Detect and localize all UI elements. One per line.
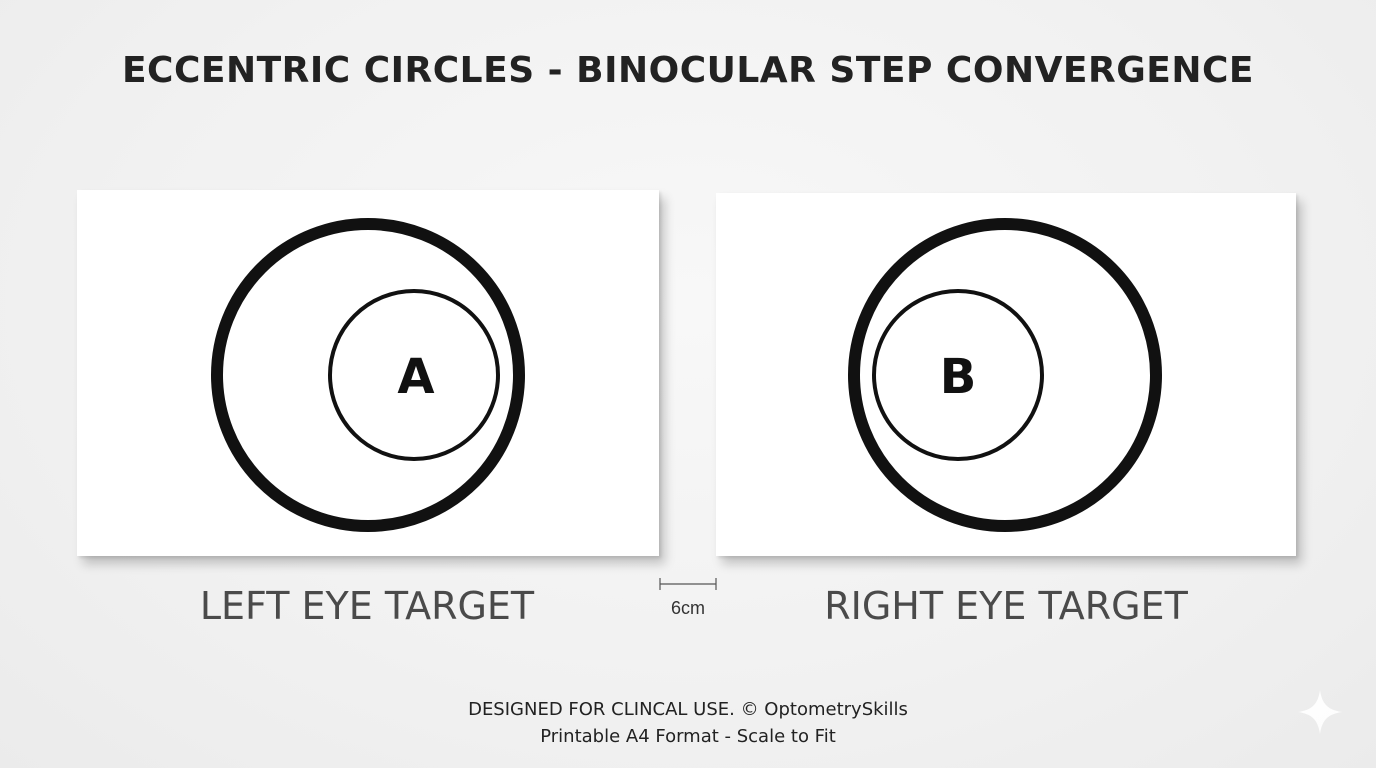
left-outer-circle: [211, 218, 525, 532]
right-eye-target-label: RIGHT EYE TARGET: [824, 584, 1188, 628]
left-inner-circle: [328, 289, 500, 461]
footer-disclaimer: DESIGNED FOR CLINCAL USE. © OptometrySki…: [468, 699, 908, 720]
page-title: ECCENTRIC CIRCLES - BINOCULAR STEP CONVE…: [121, 50, 1255, 91]
right-outer-circle: [848, 218, 1162, 532]
scale-label: 6cm: [670, 598, 705, 618]
footer-format-note: Printable A4 Format - Scale to Fit: [540, 726, 836, 747]
scale-bar: [659, 578, 717, 590]
left-eye-target-card: A: [77, 190, 659, 556]
left-target-letter: A: [397, 349, 434, 405]
right-eye-target-card: B: [716, 193, 1296, 556]
left-eye-target-label: LEFT EYE TARGET: [199, 584, 535, 628]
sparkle-icon: [1298, 690, 1342, 734]
right-eccentric-circles: B: [848, 218, 1162, 532]
right-target-letter: B: [940, 349, 977, 405]
left-eccentric-circles: A: [211, 218, 525, 532]
right-inner-circle: [872, 289, 1044, 461]
